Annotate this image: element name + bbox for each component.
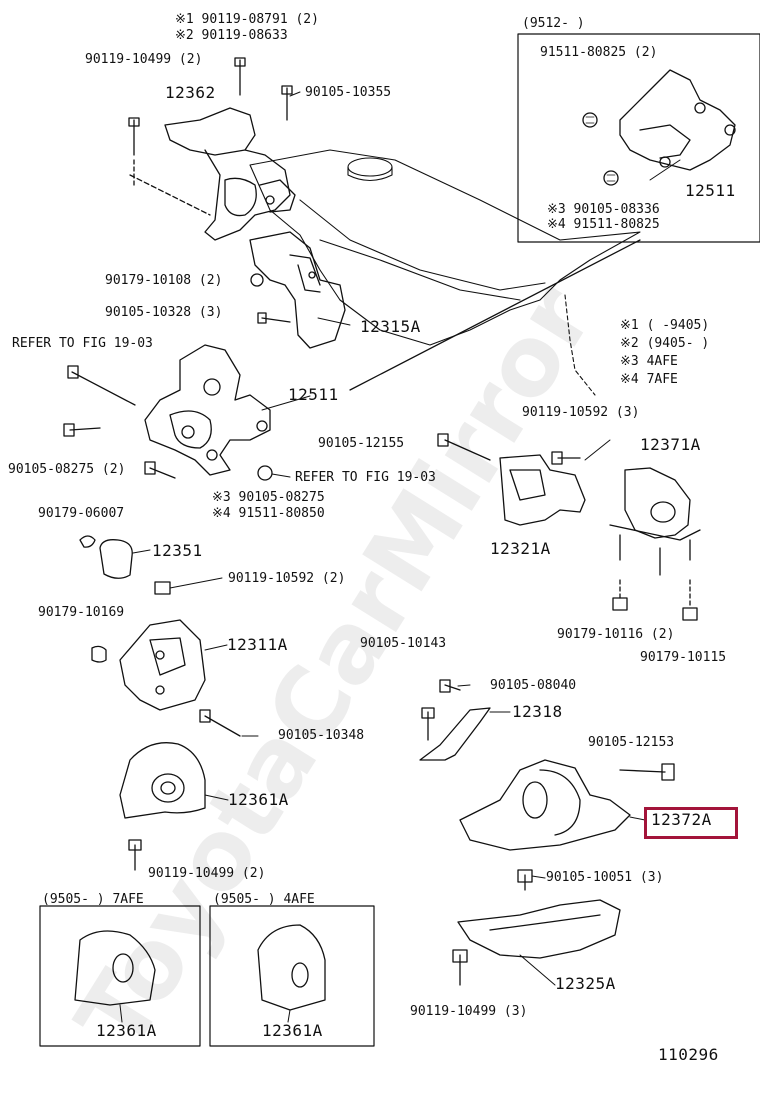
callout-refer-fig-19-03-b[interactable]: REFER TO FIG 19-03 <box>295 470 436 485</box>
legend-text-4: 7AFE <box>646 372 678 387</box>
legend-mark-3: ※3 <box>620 354 639 369</box>
callout-12318[interactable]: 12318 <box>512 702 563 721</box>
callout-12311A[interactable]: 12311A <box>227 635 288 654</box>
callout-90105-10355[interactable]: 90105-10355 <box>305 85 392 100</box>
legend-mark-4: ※4 <box>620 372 639 387</box>
crossmember-12325A <box>452 899 621 986</box>
callout-12321A[interactable]: 12321A <box>490 539 551 558</box>
bolt-group-top <box>128 57 293 186</box>
mount-12362 <box>129 107 296 241</box>
callout-90105-08275-b[interactable]: ※3 90105-08275 <box>212 490 325 505</box>
callout-91511-80825[interactable]: 91511-80825 (2) <box>540 45 658 60</box>
callout-90179-10115[interactable]: 90179-10115 <box>640 650 727 665</box>
callout-90105-10051[interactable]: 90105-10051 (3) <box>546 870 664 885</box>
box-header-4afe: (9505- ) 4AFE <box>213 892 315 907</box>
callout-12351[interactable]: 12351 <box>152 541 203 560</box>
callout-91511-80825-b[interactable]: ※4 91511-80825 <box>547 217 660 232</box>
leader-lines <box>119 91 681 1023</box>
variant-box-9512 <box>517 33 760 243</box>
callout-90179-10169[interactable]: 90179-10169 <box>38 605 125 620</box>
box-header-7afe: (9505- ) 7AFE <box>42 892 144 907</box>
mount-12372A <box>459 759 675 891</box>
callout-90105-12153[interactable]: 90105-12153 <box>588 735 675 750</box>
bracket-12318 <box>419 679 491 761</box>
callout-refer-fig-19-03-a[interactable]: REFER TO FIG 19-03 <box>12 336 153 351</box>
callout-90119-08633[interactable]: ※2 90119-08633 <box>175 28 288 43</box>
callout-12511-variant[interactable]: 12511 <box>685 181 736 200</box>
callout-12361A-7afe[interactable]: 12361A <box>96 1021 157 1040</box>
variant-box-7afe <box>39 905 201 1047</box>
legend-item-1: ※1 ( -9405) <box>620 318 709 333</box>
figure-number: 110296 <box>658 1045 719 1064</box>
mount-12361A-4afe <box>257 924 326 1011</box>
callout-90105-08336[interactable]: ※3 90105-08336 <box>547 202 660 217</box>
mount-12361A-7afe <box>74 930 156 1006</box>
bracket-12321A <box>437 433 586 526</box>
callout-90179-06007[interactable]: 90179-06007 <box>38 506 125 521</box>
callout-90105-12155[interactable]: 90105-12155 <box>318 436 405 451</box>
callout-12362[interactable]: 12362 <box>165 83 216 102</box>
callout-12372A-highlighted[interactable]: 12372A <box>651 810 712 829</box>
mount-12511-front <box>63 239 641 481</box>
legend-text-1: ( -9405) <box>646 318 710 333</box>
legend-item-3: ※3 4AFE <box>620 354 678 369</box>
mount-12371A <box>609 467 701 621</box>
legend-mark-2: ※2 <box>620 336 639 351</box>
variant-box-4afe <box>209 905 375 1047</box>
bracket-12311A <box>119 619 241 737</box>
callout-12315A[interactable]: 12315A <box>360 317 421 336</box>
legend-text-3: 4AFE <box>646 354 678 369</box>
callout-90105-10143[interactable]: 90105-10143 <box>360 636 447 651</box>
callout-12371A[interactable]: 12371A <box>640 435 701 454</box>
callout-12325A[interactable]: 12325A <box>555 974 616 993</box>
callout-90179-10116[interactable]: 90179-10116 (2) <box>557 627 675 642</box>
callout-12361A-4afe[interactable]: 12361A <box>262 1021 323 1040</box>
callout-90119-10592-b[interactable]: 90119-10592 (2) <box>228 571 346 586</box>
callout-91511-80850[interactable]: ※4 91511-80850 <box>212 506 325 521</box>
legend-text-2: (9405- ) <box>646 336 710 351</box>
callout-90119-10499-top[interactable]: 90119-10499 (2) <box>85 52 203 67</box>
callout-90119-08791[interactable]: ※1 90119-08791 (2) <box>175 12 319 27</box>
engine-outline <box>249 149 641 396</box>
callout-12511[interactable]: 12511 <box>288 385 339 404</box>
legend-mark-1: ※1 <box>620 318 639 333</box>
callout-90119-10499-b[interactable]: 90119-10499 (2) <box>148 866 266 881</box>
callout-90179-10108[interactable]: 90179-10108 (2) <box>105 273 223 288</box>
stopper-12351 <box>79 535 171 663</box>
callout-90105-08040[interactable]: 90105-08040 <box>490 678 577 693</box>
callout-90119-10499-c[interactable]: 90119-10499 (3) <box>410 1004 528 1019</box>
callout-12361A[interactable]: 12361A <box>228 790 289 809</box>
callout-90105-08275[interactable]: 90105-08275 (2) <box>8 462 126 477</box>
callout-90119-10592-a[interactable]: 90119-10592 (3) <box>522 405 640 420</box>
highlight-frame <box>644 807 738 839</box>
box-header-9512: (9512- ) <box>522 16 585 31</box>
mount-12361A <box>119 742 206 871</box>
callout-90105-10328[interactable]: 90105-10328 (3) <box>105 305 223 320</box>
legend-item-4: ※4 7AFE <box>620 372 678 387</box>
bracket-12315A <box>249 231 346 349</box>
legend-item-2: ※2 (9405- ) <box>620 336 709 351</box>
mount-12511-variant <box>582 69 736 186</box>
callout-90105-10348[interactable]: 90105-10348 <box>278 728 365 743</box>
